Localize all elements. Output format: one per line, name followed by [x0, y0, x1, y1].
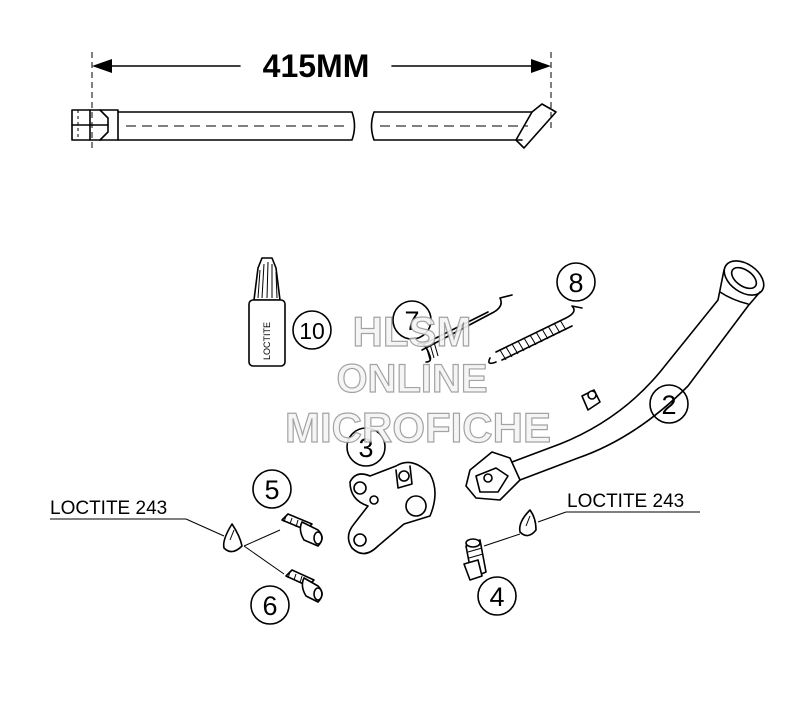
svg-text:10: 10	[299, 318, 325, 344]
spring-8	[488, 305, 583, 365]
loctite-tube: LOCTITE	[248, 257, 286, 367]
callout-4: 4	[477, 576, 517, 616]
tube-label: LOCTITE	[262, 322, 272, 360]
svg-text:MICROFICHE: MICROFICHE	[285, 404, 551, 451]
svg-text:3: 3	[358, 433, 373, 463]
svg-text:7: 7	[404, 306, 419, 336]
loctite-left-label: LOCTITE 243	[50, 498, 167, 519]
callout-10: 10	[292, 310, 332, 350]
callout-8: 8	[556, 262, 596, 302]
side-stand	[465, 260, 765, 501]
watermark: HLSM ONLINE MICROFICHE	[284, 307, 551, 451]
callout-7: 7	[392, 300, 432, 340]
spring-7	[417, 294, 513, 363]
loctite-right-label: LOCTITE 243	[567, 491, 684, 512]
svg-text:HLSM: HLSM	[353, 308, 472, 355]
svg-text:ONLINE: ONLINE	[336, 357, 487, 401]
svg-text:2: 2	[661, 390, 676, 420]
svg-text:6: 6	[262, 591, 277, 621]
svg-text:8: 8	[568, 268, 583, 298]
rod	[71, 103, 557, 149]
loctite-drop-left	[222, 523, 243, 553]
dimension-line: 415MM	[91, 48, 552, 150]
svg-text:4: 4	[489, 582, 504, 612]
bracket	[347, 461, 436, 555]
callout-6: 6	[250, 585, 290, 625]
bolt-6	[285, 569, 323, 603]
callout-2: 2	[649, 384, 689, 424]
bolt-5	[281, 513, 323, 547]
svg-text:5: 5	[264, 475, 279, 505]
dimension-label: 415MM	[263, 48, 370, 84]
leader-lines	[50, 511, 700, 575]
callout-5: 5	[252, 469, 292, 509]
pin-4	[463, 538, 487, 581]
callout-3: 3	[346, 427, 386, 467]
loctite-drop-right	[518, 509, 537, 537]
